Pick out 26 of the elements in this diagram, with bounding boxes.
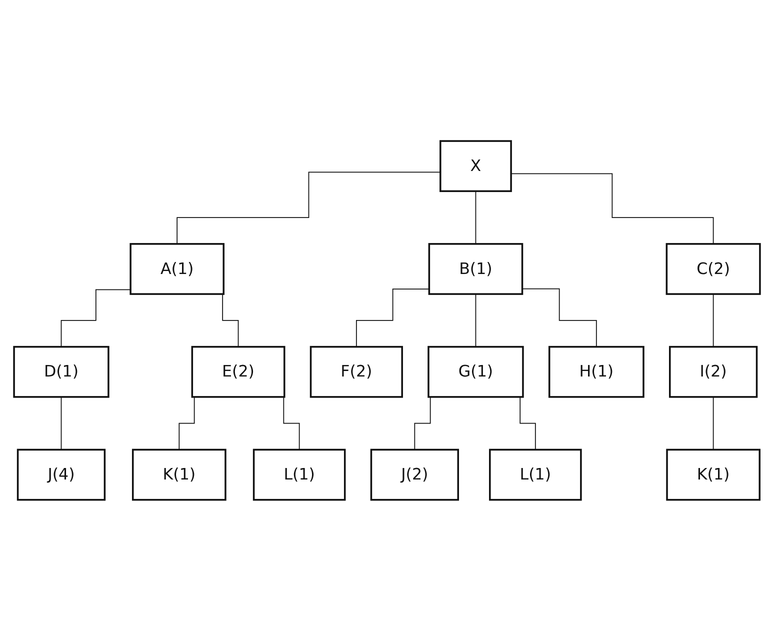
connector [60,288,131,347]
connector [712,293,714,347]
node-box: X [440,140,512,192]
connector [356,288,430,347]
node-box: K(1) [666,448,760,500]
connector [60,396,62,450]
connector [475,190,476,244]
node-box: G(1) [428,346,524,398]
connector [176,171,441,244]
node-box: K(1) [132,448,226,500]
node-box: I(2) [669,346,758,398]
connector [712,396,714,450]
connector [522,288,597,347]
node-box: J(4) [16,448,106,500]
node-box: J(2) [370,448,459,500]
node-box: H(1) [548,346,644,398]
node-box: E(2) [191,346,286,398]
node-box: D(1) [13,346,110,398]
node-box: C(2) [666,242,761,294]
node-box: L(1) [489,448,582,500]
node-box: F(2) [310,346,403,398]
connector [475,293,476,347]
node-box: L(1) [252,448,346,500]
node-box: B(1) [428,242,524,294]
connector [510,172,714,244]
node-box: A(1) [130,242,224,294]
